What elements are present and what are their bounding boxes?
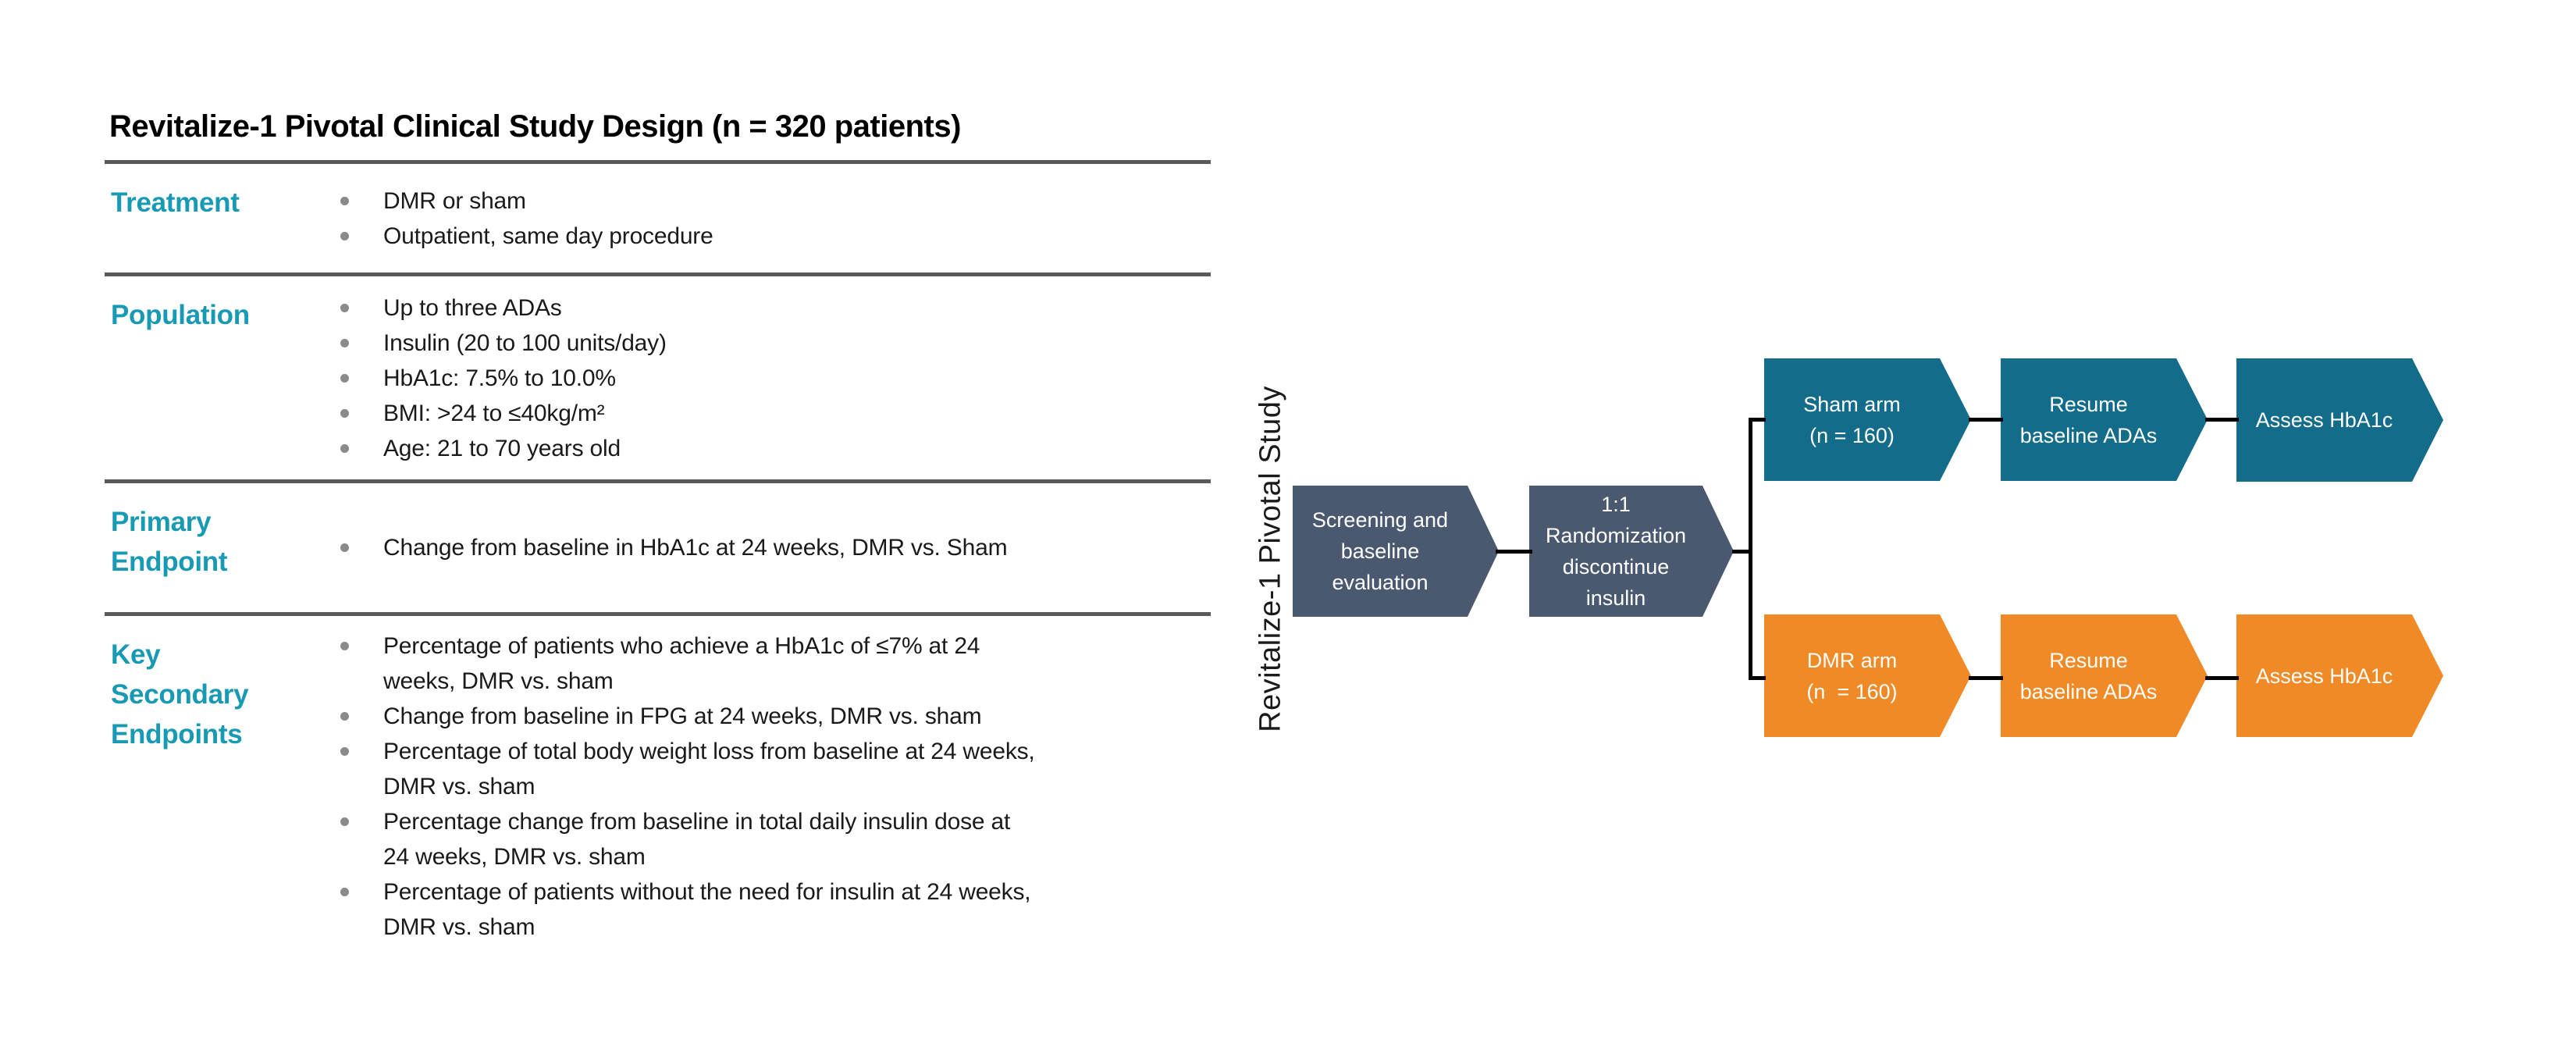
node-screening-baseline-evaluation: Screening and baseline evaluation bbox=[1293, 486, 1499, 617]
row-bullets: DMR or sham Outpatient, same day procedu… bbox=[339, 164, 1211, 272]
list-item: BMI: >24 to ≤40kg/m² bbox=[339, 396, 1211, 431]
bullet-text: Up to three ADAs bbox=[383, 294, 562, 321]
node-sham-arm: Sham arm (n = 160) bbox=[1764, 358, 1971, 481]
bullet-dot-icon bbox=[340, 373, 349, 383]
bullet-text: Change from baseline in FPG at 24 weeks,… bbox=[383, 703, 982, 729]
bullet-dot-icon bbox=[340, 888, 349, 896]
row-label-population: Population bbox=[111, 300, 250, 330]
bullet-dot-icon bbox=[340, 408, 349, 418]
table-row-key-secondary-endpoints: Key Secondary Endpoints Percentage of pa… bbox=[105, 612, 1211, 957]
connector-branch-to-dmr bbox=[1749, 676, 1766, 680]
bullet-dot-icon bbox=[340, 712, 349, 721]
row-label-key-secondary-endpoints: Key Secondary Endpoints bbox=[111, 639, 249, 750]
node-dmr-resume-baseline-adas: Resume baseline ADAs bbox=[2001, 614, 2208, 737]
bullet-dot-icon bbox=[340, 303, 349, 312]
bullet-dot-icon bbox=[340, 747, 349, 756]
table-row-primary-endpoint: Primary Endpoint Change from baseline in… bbox=[105, 479, 1211, 612]
bullet-text: Age: 21 to 70 years old bbox=[383, 435, 621, 461]
list-item: Percentage of total body weight loss fro… bbox=[339, 734, 1211, 804]
bullet-text: DMR or sham bbox=[383, 187, 526, 214]
list-item: Age: 21 to 70 years old bbox=[339, 431, 1211, 466]
bullet-dot-icon bbox=[340, 231, 349, 240]
row-label-primary-endpoint: Primary Endpoint bbox=[111, 507, 228, 577]
table-row-population: Population Up to three ADAs Insulin (20 … bbox=[105, 272, 1211, 479]
bullet-text: Percentage of total body weight loss fro… bbox=[383, 739, 1035, 799]
row-label-treatment: Treatment bbox=[111, 187, 240, 218]
connector-dmr-resume-to-assess bbox=[2205, 676, 2239, 680]
bullet-text: HbA1c: 7.5% to 10.0% bbox=[383, 365, 616, 391]
bullet-text: Change from baseline in HbA1c at 24 week… bbox=[383, 535, 1008, 561]
connector-randomization-to-branch bbox=[1732, 550, 1752, 554]
node-sham-resume-baseline-adas: Resume baseline ADAs bbox=[2001, 358, 2208, 481]
node-dmr-arm: DMR arm (n = 160) bbox=[1764, 614, 1971, 737]
bullet-dot-icon bbox=[340, 817, 349, 826]
bullet-dot-icon bbox=[340, 196, 349, 205]
list-item: Insulin (20 to 100 units/day) bbox=[339, 326, 1211, 361]
bullet-text: BMI: >24 to ≤40kg/m² bbox=[383, 400, 605, 426]
row-bullets: Percentage of patients who achieve a HbA… bbox=[339, 616, 1211, 957]
connector-sham-resume-to-assess bbox=[2205, 418, 2239, 422]
list-item: Change from baseline in FPG at 24 weeks,… bbox=[339, 699, 1211, 734]
list-item: Change from baseline in HbA1c at 24 week… bbox=[339, 530, 1211, 565]
connector-screening-to-randomization bbox=[1496, 550, 1532, 554]
bullet-text: Percentage of patients without the need … bbox=[383, 879, 1031, 940]
connector-branch-to-sham bbox=[1749, 418, 1766, 422]
bullet-text: Percentage of patients who achieve a HbA… bbox=[383, 633, 980, 694]
list-item: DMR or sham bbox=[339, 183, 1211, 219]
bullet-dot-icon bbox=[340, 642, 349, 650]
node-sham-assess-hba1c: Assess HbA1c bbox=[2236, 358, 2443, 482]
list-item: Percentage change from baseline in total… bbox=[339, 804, 1211, 874]
table-row-treatment: Treatment DMR or sham Outpatient, same d… bbox=[105, 160, 1211, 272]
study-design-table: Revitalize-1 Pivotal Clinical Study Desi… bbox=[105, 108, 1211, 957]
list-item: Percentage of patients without the need … bbox=[339, 874, 1211, 945]
bullet-dot-icon bbox=[340, 543, 349, 552]
bullet-dot-icon bbox=[340, 443, 349, 453]
row-bullets: Up to three ADAs Insulin (20 to 100 unit… bbox=[339, 276, 1211, 479]
connector-branch-vertical bbox=[1749, 418, 1752, 680]
row-bullets: Change from baseline in HbA1c at 24 week… bbox=[339, 483, 1211, 612]
flowchart-side-label: Revitalize-1 Pivotal Study bbox=[1254, 386, 1287, 732]
connector-sham-to-resume bbox=[1969, 418, 2003, 422]
list-item: Percentage of patients who achieve a HbA… bbox=[339, 628, 1211, 699]
table-title: Revitalize-1 Pivotal Clinical Study Desi… bbox=[109, 109, 961, 144]
node-randomization-discontinue-insulin: 1:1 Randomization discontinue insulin bbox=[1529, 486, 1734, 617]
list-item: HbA1c: 7.5% to 10.0% bbox=[339, 361, 1211, 396]
bullet-text: Outpatient, same day procedure bbox=[383, 223, 713, 249]
bullet-text: Insulin (20 to 100 units/day) bbox=[383, 329, 667, 356]
bullet-dot-icon bbox=[340, 338, 349, 347]
bullet-text: Percentage change from baseline in total… bbox=[383, 809, 1011, 870]
connector-dmr-to-resume bbox=[1969, 676, 2003, 680]
list-item: Outpatient, same day procedure bbox=[339, 219, 1211, 254]
node-dmr-assess-hba1c: Assess HbA1c bbox=[2236, 614, 2443, 737]
list-item: Up to three ADAs bbox=[339, 290, 1211, 326]
